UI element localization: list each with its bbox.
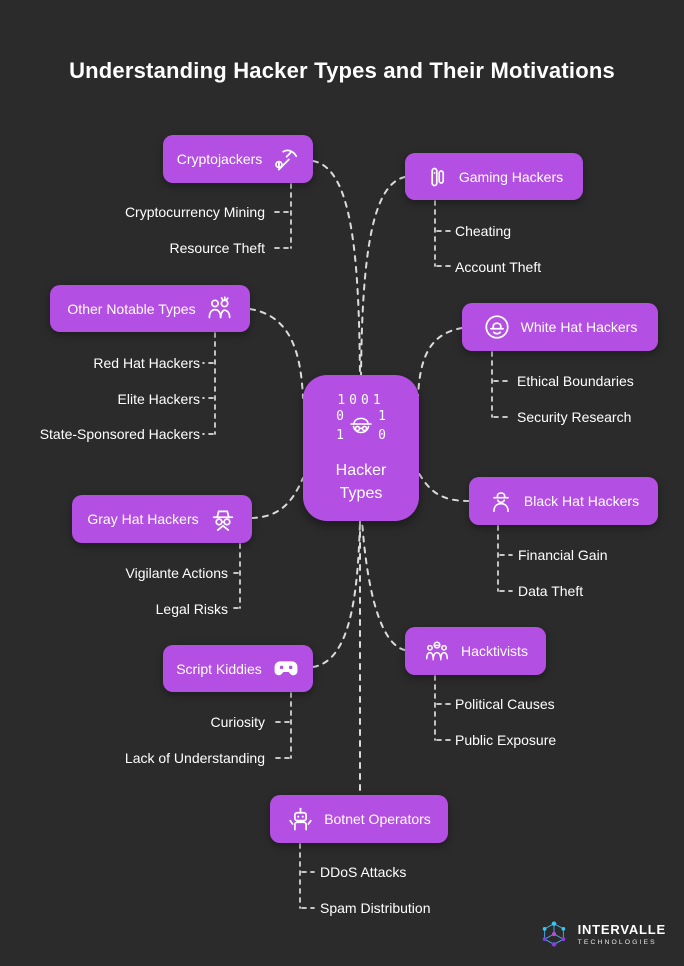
node-gray-hat-hackers: Gray Hat Hackers xyxy=(72,495,252,543)
motivation-label: Cryptocurrency Mining xyxy=(124,204,265,220)
motivation-label: Cheating xyxy=(455,223,512,239)
page-title: Understanding Hacker Types and Their Mot… xyxy=(69,58,615,83)
node-label: Other Notable Types xyxy=(67,300,196,317)
svg-text:0: 0 xyxy=(336,409,344,424)
node-cryptojackers: Cryptojackers xyxy=(163,135,313,183)
motivation-label: Curiosity xyxy=(210,714,265,730)
node-label: Hacktivists xyxy=(461,643,528,659)
motivation-label: Vigilante Actions xyxy=(125,565,228,581)
binary-incognito-icon: 1001 0 1 1 0 xyxy=(329,391,393,447)
motivation-label: Lack of Understanding xyxy=(124,750,265,766)
center-node-label: Hacker Types xyxy=(335,461,387,502)
motivation-label: Financial Gain xyxy=(518,547,608,563)
people-pair-icon xyxy=(206,295,233,322)
node-label: Cryptojackers xyxy=(176,151,263,167)
motivation-label: Public Exposure xyxy=(455,732,557,748)
motivation-label: Elite Hackers xyxy=(117,391,200,407)
node-label: Black Hat Hackers xyxy=(523,493,640,509)
node-black-hat-hackers: Black Hat Hackers xyxy=(469,477,658,525)
motivation-label: Legal Risks xyxy=(155,601,228,617)
node-label: Botnet Operators xyxy=(324,811,431,827)
node-white-hat-hackers: White Hat Hackers xyxy=(462,303,658,351)
svg-text:1: 1 xyxy=(336,428,344,443)
motivation-label: Security Research xyxy=(517,409,632,425)
svg-text:1001: 1001 xyxy=(337,393,384,408)
motivation-label: Resource Theft xyxy=(169,240,265,256)
node-label: White Hat Hackers xyxy=(520,319,638,335)
svg-text:1: 1 xyxy=(378,409,386,424)
motivation-label: Ethical Boundaries xyxy=(517,373,634,389)
robot-icon xyxy=(287,806,314,833)
game-console-icon xyxy=(425,164,449,190)
svg-text:0: 0 xyxy=(378,428,386,443)
motivation-label: DDoS Attacks xyxy=(320,864,407,880)
motivation-label: Spam Distribution xyxy=(320,900,431,916)
game-controller-icon xyxy=(272,657,300,681)
motivation-label: State-Sponsored Hackers xyxy=(39,426,200,442)
node-label: Gray Hat Hackers xyxy=(87,511,199,527)
node-script-kiddies: Script Kiddies xyxy=(163,645,313,692)
motivation-label: Red Hat Hackers xyxy=(93,355,200,371)
logo-name: INTERVALLE xyxy=(577,922,666,937)
node-hacktivists: Hacktivists xyxy=(405,627,546,675)
node-label: Script Kiddies xyxy=(176,660,262,677)
pickaxe-mining-icon xyxy=(272,146,299,173)
node-botnet-operators: Botnet Operators xyxy=(270,795,448,843)
group-protest-icon xyxy=(423,638,451,664)
motivation-label: Data Theft xyxy=(518,583,584,599)
intervalle-logo-icon xyxy=(539,918,569,950)
node-gaming-hackers: Gaming Hackers xyxy=(405,153,583,200)
motivation-label: Political Causes xyxy=(455,696,555,712)
white-hat-badge-icon xyxy=(483,313,511,341)
motivation-label: Account Theft xyxy=(455,259,542,275)
node-label: Gaming Hackers xyxy=(458,168,564,185)
center-node-hacker-types: 1001 0 1 1 0 Hacker Types xyxy=(303,375,419,521)
node-other-notable-types: Other Notable Types xyxy=(50,285,250,332)
logo-subtitle: TECHNOLOGIES xyxy=(577,939,657,946)
intervalle-logo: INTERVALLE TECHNOLOGIES xyxy=(539,918,666,950)
spy-icon xyxy=(209,505,237,533)
black-hat-person-icon xyxy=(488,488,514,515)
